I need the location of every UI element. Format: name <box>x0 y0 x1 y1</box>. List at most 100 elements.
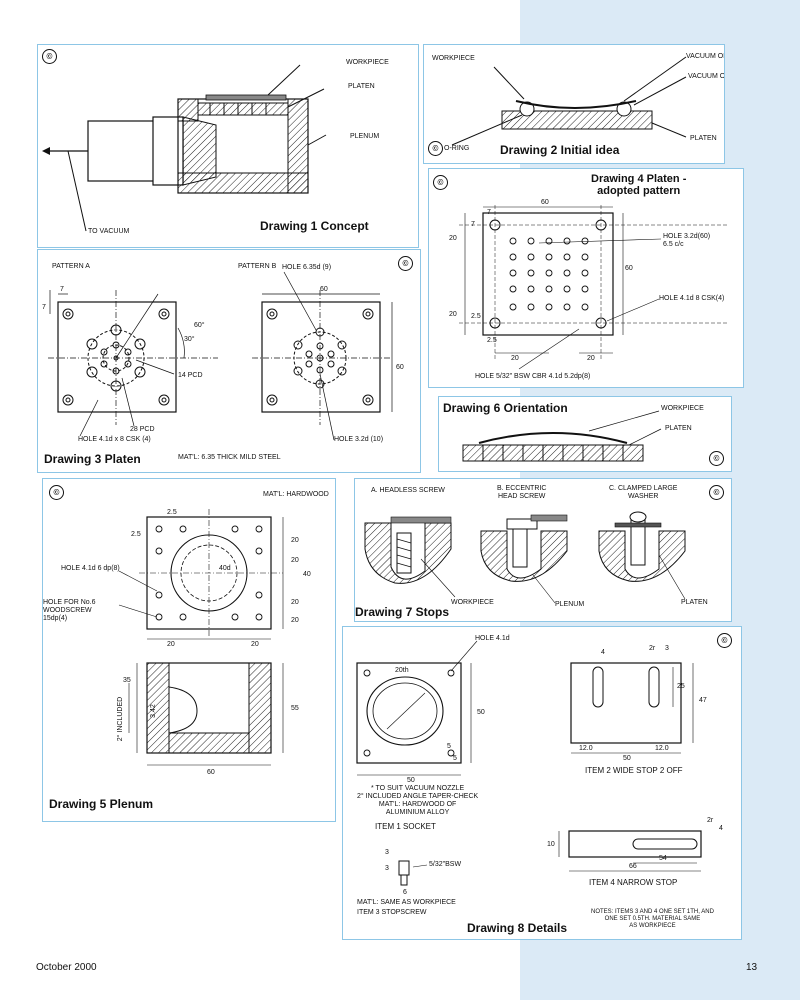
copyright-icon: © <box>42 49 57 64</box>
dim-20-a: 20 <box>291 537 299 544</box>
label-notes: NOTES: ITEMS 3 AND 4 ONE SET 1TH, AND ON… <box>591 909 714 929</box>
dim-20-d: 20 <box>291 617 299 624</box>
label-vacuum-off: VACUUM OFF <box>688 73 725 80</box>
label-platen: PLATEN <box>348 83 375 90</box>
label-material: MAT'L: HARDWOOD <box>263 491 329 498</box>
platen-hole <box>509 253 517 261</box>
label-bsw: 5/32"BSW <box>429 861 462 868</box>
dim-50-b: 50 <box>407 777 415 784</box>
dim-20-b: 20 <box>291 557 299 564</box>
platen-hole <box>509 285 517 293</box>
dim-60-a-side: 60 <box>396 364 404 371</box>
copyright-icon: © <box>709 485 724 500</box>
dim-20-a: 20 <box>449 235 457 242</box>
dim-2-5-b: 2.5 <box>131 531 141 538</box>
platen-hole <box>527 303 535 311</box>
dim-3-42: 3.42 <box>149 704 157 718</box>
drawing-2-caption: Drawing 2 Initial idea <box>500 143 620 157</box>
label-angle-60: 60° <box>194 322 205 329</box>
platen-hole <box>581 253 589 261</box>
label-hole-a: HOLE 4.1d x 8 CSK (4) <box>78 436 151 443</box>
drawing-8-details-panel: HOLE 4.1d © 20th 50 5 5 50 * TO SUIT VAC… <box>342 626 742 940</box>
dim-3-b: 3 <box>385 865 389 872</box>
dim-40: 40 <box>303 571 311 578</box>
drawing-7-figure <box>364 511 686 604</box>
copyright-icon: © <box>49 485 64 500</box>
dim-12-a: 12.0 <box>579 745 593 752</box>
dim-50-a: 50 <box>477 709 485 716</box>
label-pattern-a: PATTERN A <box>52 263 90 270</box>
label-hole-b2: HOLE 3.2d (10) <box>334 436 384 443</box>
label-hole-41: HOLE 4.1d 8 CSK(4) <box>659 295 725 302</box>
dim-4-narrow: 4 <box>719 825 723 832</box>
label-o-ring: O-RING <box>444 145 470 152</box>
label-plenum: PLENUM <box>555 601 585 608</box>
dim-7-b: 7 <box>42 304 46 311</box>
label-platen: PLATEN <box>665 425 692 432</box>
drawing-3-platen-panel: PATTERN A PATTERN B HOLE 6.35d (9) © 7 7… <box>37 249 421 473</box>
platen-hole <box>527 237 535 245</box>
footer-page-number: 13 <box>746 962 758 973</box>
footer-date: October 2000 <box>36 962 97 973</box>
label-plenum: PLENUM <box>350 133 380 140</box>
platen-hole <box>509 303 517 311</box>
drawing-4-caption: Drawing 4 Platen - adopted pattern <box>591 173 687 197</box>
drawing-3-figure <box>48 271 393 441</box>
drawing-8-caption: Drawing 8 Details <box>467 921 568 935</box>
drawing-8-figure <box>356 640 702 886</box>
dim-20-f: 20 <box>251 641 259 648</box>
label-workpiece: WORKPIECE <box>661 405 704 412</box>
dim-50-c: 50 <box>623 755 631 762</box>
label-item-1-socket: ITEM 1 SOCKET <box>375 822 436 831</box>
label-hole-bsw: HOLE 5/32" BSW CBR 4.1d 5.2dp(8) <box>475 373 591 380</box>
platen-hole <box>545 269 553 277</box>
dim-25: 25 <box>677 683 685 690</box>
label-hole-41: HOLE 4.1d <box>475 635 510 642</box>
dim-5-b: 5 <box>453 755 457 762</box>
drawing-6-figure <box>462 410 662 462</box>
dim-20-e: 20 <box>167 641 175 648</box>
platen-hole <box>527 285 535 293</box>
platen-hole <box>581 285 589 293</box>
platen-hole <box>581 269 589 277</box>
drawing-4-platen-adopted-pattern-panel: © Drawing 4 Platen - adopted pattern 60 … <box>428 168 744 388</box>
dim-20-d: 20 <box>587 355 595 362</box>
copyright-icon: © <box>398 256 413 271</box>
dim-2-5-a: 2.5 <box>167 509 177 516</box>
dim-7-b: 7 <box>471 221 475 228</box>
label-item-2-wide-stop: ITEM 2 WIDE STOP 2 OFF <box>585 766 683 775</box>
label-2-included: 2° INCLUDED <box>117 696 125 742</box>
platen-hole <box>527 269 535 277</box>
dim-60-side: 60 <box>625 265 633 272</box>
platen-hole <box>563 253 571 261</box>
dim-10: 10 <box>547 841 555 848</box>
dim-2-5-b: 2.5 <box>487 337 497 344</box>
drawing-7-stops-panel: A. HEADLESS SCREW B. ECCENTRIC HEAD SCRE… <box>354 478 732 622</box>
dim-20-c: 20 <box>291 599 299 606</box>
label-workpiece: WORKPIECE <box>432 55 475 62</box>
label-a-headless-screw: A. HEADLESS SCREW <box>371 487 445 494</box>
dim-5-a: 5 <box>447 743 451 750</box>
label-hole-b1: HOLE 6.35d (9) <box>282 264 332 271</box>
drawing-5-figure <box>118 509 284 766</box>
label-item-3-stopscrew: ITEM 3 STOPSCREW <box>357 909 427 916</box>
label-material: MAT'L: 6.35 THICK MILD STEEL <box>178 454 281 461</box>
drawing-2-figure <box>451 56 687 146</box>
drawing-6-caption: Drawing 6 Orientation <box>443 401 568 415</box>
label-item-4-narrow-stop: ITEM 4 NARROW STOP <box>589 878 678 887</box>
label-angle-30: 30° <box>184 336 195 343</box>
label-platen: PLATEN <box>690 135 717 142</box>
copyright-icon: © <box>428 141 443 156</box>
dim-60-top: 60 <box>541 199 549 206</box>
label-platen: PLATEN <box>681 599 708 606</box>
copyright-icon: © <box>717 633 732 648</box>
drawing-5-caption: Drawing 5 Plenum <box>49 797 154 811</box>
label-vacuum-on: VACUUM ON <box>686 53 725 60</box>
dim-7-a: 7 <box>487 209 491 216</box>
dim-7-a: 7 <box>60 286 64 293</box>
dim-20-b: 20 <box>449 311 457 318</box>
label-pattern-b: PATTERN B <box>238 263 277 270</box>
platen-hole <box>545 237 553 245</box>
dim-3: 3 <box>665 645 669 652</box>
dim-66: 66 <box>629 863 637 870</box>
